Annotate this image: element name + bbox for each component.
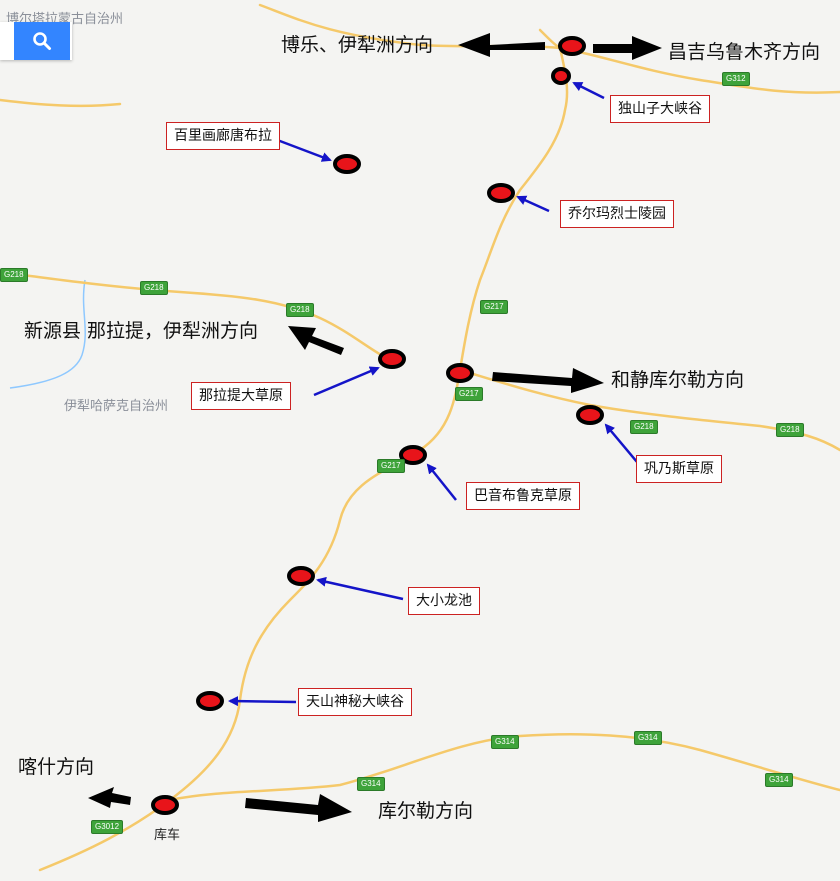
pointer-tianshan [228, 696, 297, 707]
marker-qiaoerma[interactable] [487, 183, 515, 203]
poi-label-nalati[interactable]: 那拉提大草原 [191, 382, 291, 410]
search-button[interactable] [14, 22, 70, 60]
city-label-kuche: 库车 [154, 827, 181, 842]
road-shield-g312: G312 [722, 72, 750, 86]
markers [151, 36, 604, 815]
poi-label-bayinbuluke[interactable]: 巴音布鲁克草原 [466, 482, 580, 510]
arrow-right-korla [245, 794, 352, 822]
pointer-arrows [228, 81, 638, 707]
poi-label-daxiaolongchi[interactable]: 大小龙池 [408, 587, 480, 615]
pointer-baili [271, 136, 332, 162]
arrow-right-changji [593, 36, 662, 60]
arrow-upleft-xinyuan [288, 326, 344, 355]
pointer-qiaoerma [516, 195, 550, 213]
search-icon [33, 32, 51, 50]
poi-label-dushanzi[interactable]: 独山子大峡谷 [610, 95, 710, 123]
road-network [0, 3, 840, 872]
road-shield-g217-south: G217 [377, 459, 405, 473]
road-shield-g314-a: G314 [491, 735, 519, 749]
direction-arrows [88, 33, 662, 822]
road-shield-g218-gongnaisi: G218 [630, 420, 658, 434]
marker-gongnaisi[interactable] [576, 405, 604, 425]
direction-label-kashgar: 喀什方向 [18, 756, 95, 778]
road-shield-g218-west: G218 [0, 268, 28, 282]
road-shield-g314-d: G314 [357, 777, 385, 791]
marker-top-junction[interactable] [558, 36, 586, 56]
road-shield-g218-far-east: G218 [776, 423, 804, 437]
road-shield-g314-b: G314 [634, 731, 662, 745]
marker-baili[interactable] [333, 154, 361, 174]
marker-bayinbuluke[interactable] [399, 445, 427, 465]
marker-central-junction[interactable] [446, 363, 474, 383]
poi-label-qiaoerma[interactable]: 乔尔玛烈士陵园 [560, 200, 674, 228]
marker-nalati[interactable] [378, 349, 406, 369]
marker-kuche[interactable] [151, 795, 179, 815]
road-shield-g218-east: G218 [286, 303, 314, 317]
poi-label-tianshan[interactable]: 天山神秘大峡谷 [298, 688, 412, 716]
pointer-nalati [313, 366, 380, 397]
pointer-dushanzi [572, 81, 605, 100]
pointer-gongnaisi [604, 423, 638, 463]
direction-label-changji-urumqi: 昌吉乌鲁木齐方向 [668, 41, 821, 63]
direction-label-hejing-korla: 和静库尔勒方向 [611, 369, 745, 391]
road-shield-g217-junction: G217 [455, 387, 483, 401]
poi-label-baili[interactable]: 百里画廊唐布拉 [166, 122, 280, 150]
arrow-right-hejing [492, 368, 604, 393]
road-shield-g314-c: G314 [765, 773, 793, 787]
direction-label-bole-yili: 博乐、伊犁洲方向 [281, 34, 434, 56]
marker-tianshan[interactable] [196, 691, 224, 711]
pointer-bayinbuluke [426, 463, 457, 501]
arrow-left-bole [458, 33, 545, 57]
road-shield-g3012: G3012 [91, 820, 124, 834]
marker-daxiaolongchi[interactable] [287, 566, 315, 586]
arrow-left-kashgar [88, 787, 131, 808]
poi-label-gongnaisi[interactable]: 巩乃斯草原 [636, 455, 722, 483]
road-shield-g218-mid: G218 [140, 281, 168, 295]
road-shield-g217-north: G217 [480, 300, 508, 314]
region-label-ili: 伊犁哈萨克自治州 [64, 398, 169, 413]
marker-dushanzi[interactable] [551, 67, 571, 85]
direction-label-xinyuan-nalati: 新源县 那拉提，伊犁洲方向 [24, 320, 259, 342]
direction-label-korla: 库尔勒方向 [378, 800, 474, 822]
river [9, 279, 86, 389]
pointer-daxiaolongchi [316, 576, 404, 601]
